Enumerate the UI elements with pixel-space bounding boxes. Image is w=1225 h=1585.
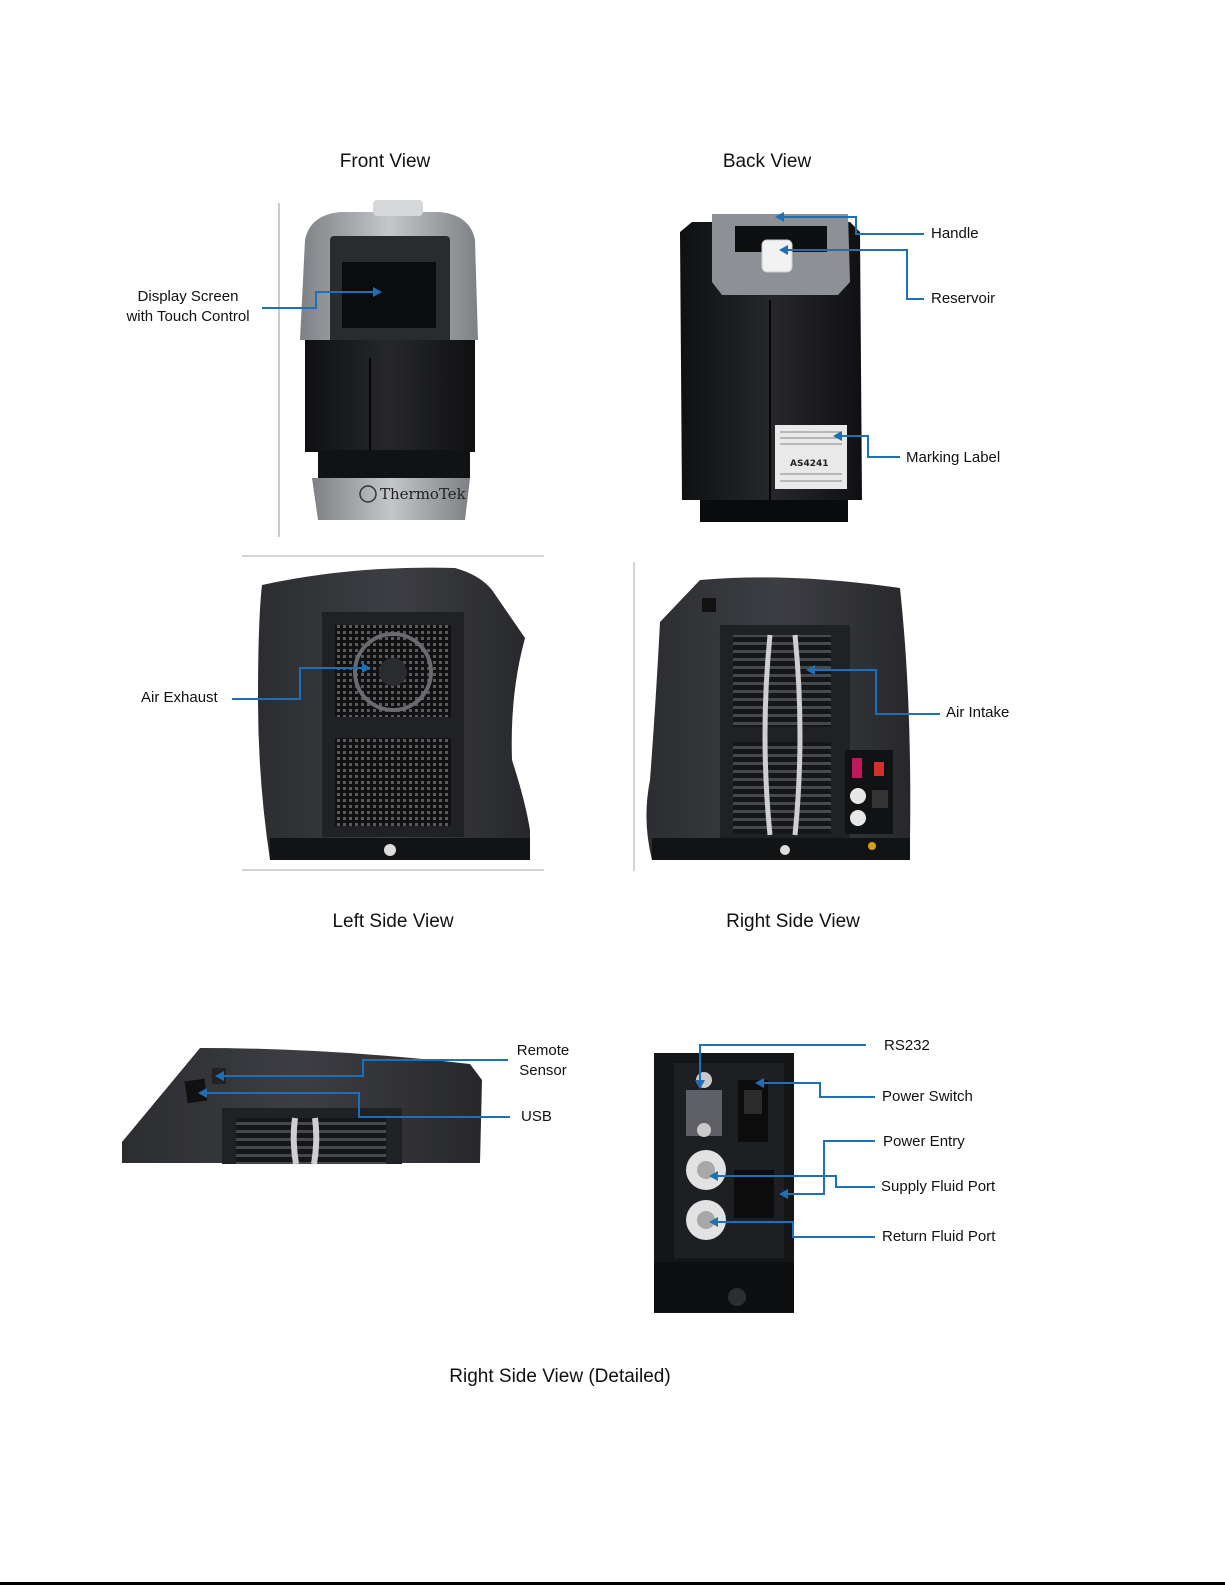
thermotek-logo: ThermoTek bbox=[380, 485, 467, 503]
remote-sensor-label: Remote Sensor bbox=[507, 1041, 579, 1081]
back-view-title: Back View bbox=[708, 151, 826, 173]
usb-label: USB bbox=[521, 1107, 552, 1127]
front-view-device: ThermoTek bbox=[279, 200, 478, 537]
reservoir-label: Reservoir bbox=[931, 289, 995, 309]
handle-label: Handle bbox=[931, 224, 979, 244]
remote-sensor-label-line1: Remote bbox=[507, 1041, 579, 1061]
ports-detail-device bbox=[654, 1053, 794, 1313]
right-side-view-device bbox=[634, 562, 910, 871]
left-side-view-device bbox=[242, 556, 544, 870]
remote-sensor-detail-device bbox=[122, 1048, 482, 1164]
marking-label-label: Marking Label bbox=[906, 448, 1000, 468]
remote-sensor-label-line2: Sensor bbox=[507, 1061, 579, 1081]
right-side-view-title: Right Side View bbox=[710, 911, 876, 933]
rs232-label: RS232 bbox=[884, 1036, 930, 1056]
display-screen-label-line2: with Touch Control bbox=[118, 307, 258, 327]
return-fluid-port-label: Return Fluid Port bbox=[882, 1227, 995, 1247]
front-view-title: Front View bbox=[325, 151, 445, 173]
label-code: AS4241 bbox=[790, 459, 829, 469]
right-side-detailed-title: Right Side View (Detailed) bbox=[430, 1366, 690, 1388]
left-side-view-title: Left Side View bbox=[318, 911, 468, 933]
back-view-device: AS4241 bbox=[680, 214, 862, 522]
power-entry-label: Power Entry bbox=[883, 1132, 965, 1152]
air-intake-label: Air Intake bbox=[946, 703, 1009, 723]
display-screen-label-line1: Display Screen bbox=[118, 287, 258, 307]
display-screen-label: Display Screen with Touch Control bbox=[118, 287, 258, 327]
supply-fluid-port-label: Supply Fluid Port bbox=[881, 1177, 995, 1197]
power-switch-label: Power Switch bbox=[882, 1087, 973, 1107]
air-exhaust-label: Air Exhaust bbox=[141, 688, 218, 708]
